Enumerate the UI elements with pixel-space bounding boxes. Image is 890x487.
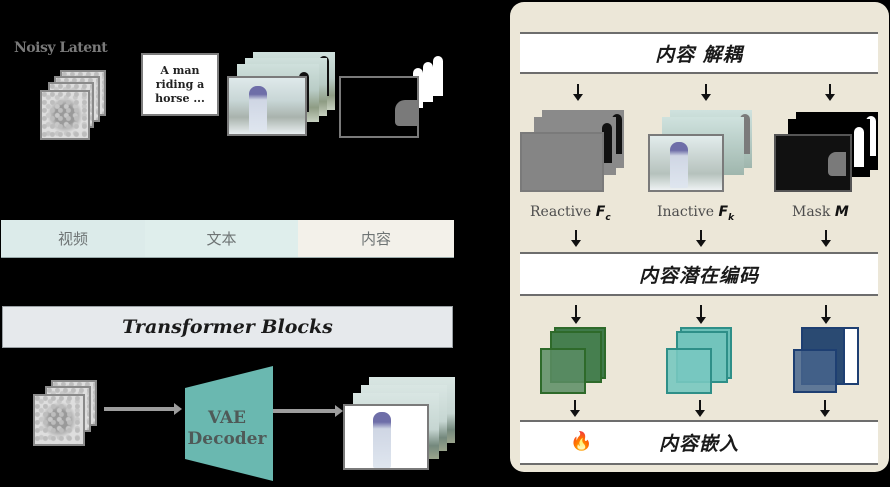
mask-frame-front [339,76,419,138]
mask-symbol: M [834,204,849,220]
person-figure [249,86,267,132]
silhouette [740,114,750,154]
arrow-down [571,230,581,247]
mask-frames-stack [337,52,452,142]
silhouette [602,123,612,163]
mask-latent-cube [793,327,863,397]
token-text: 文本 [145,220,298,257]
person-figure [670,142,688,188]
vae-label-line2: Decoder [187,429,267,449]
mask-region [395,100,417,126]
arrow-to-decoder [104,403,182,415]
inactive-subscript: k [728,212,735,223]
arrow-down [695,400,705,417]
transformer-label: Transformer Blocks [122,316,333,338]
vae-label-line1: VAE [207,408,247,428]
output-frame-front [343,404,429,470]
mask-shape [433,56,443,96]
mask-shape [866,116,876,156]
mask-label-text: Mask [792,204,831,220]
arrow-down [701,84,711,101]
output-latent-stack [33,380,108,450]
arrow-down [570,400,580,417]
mask-label: Mask M [792,204,849,220]
content-latent-encode-title: 内容潜在编码 [638,264,759,287]
flame-icon: 🔥 [570,431,593,452]
arrow-to-output [273,405,343,417]
inactive-frames-stack [648,110,758,200]
reactive-symbol: F [595,204,606,220]
reactive-frame-front [520,132,604,192]
arrow-down [821,230,831,247]
arrow-down [696,230,706,247]
vae-decoder-trapezoid [185,366,273,481]
noisy-latent-stack [38,70,108,142]
reactive-label: Reactive Fc [530,204,611,223]
inactive-label: Inactive Fk [657,204,734,223]
cube-face-front [666,348,712,394]
arrow-down [820,400,830,417]
vae-decoder-label: VAE Decoder [181,408,273,450]
inactive-symbol: F [718,204,729,220]
mask-m-frames-stack [774,110,884,200]
content-decouple-bar: 内容 解耦 [520,32,878,74]
mask-shape [423,62,433,102]
content-latent-encode-bar: 内容潜在编码 [520,252,878,296]
text-prompt-box: A man riding a horse ... [141,53,219,116]
inactive-frame-front [648,134,724,192]
token-sequence-bar: 视频 文本 内容 [1,220,454,258]
content-decouple-title: 内容 解耦 [655,43,743,66]
reactive-frames-stack [520,110,630,200]
inactive-label-text: Inactive [657,204,715,220]
arrow-down [696,305,706,324]
reactive-subscript: c [605,212,611,223]
text-prompt: A man riding a horse ... [155,63,205,105]
silhouette [612,114,622,154]
arrow-down [571,305,581,324]
arrow-down [825,84,835,101]
vae-decoder-shape [185,366,273,481]
arrow-down [821,305,831,324]
content-embed-title: 内容嵌入 [658,433,739,455]
noisy-latent-label: Noisy Latent [14,40,108,56]
arrow-down [573,84,583,101]
content-embed-bar: 内容嵌入 [520,420,878,465]
video-frame-front [227,76,307,136]
cube-face-front [540,348,586,394]
video-frames-stack [227,52,342,140]
transformer-blocks: Transformer Blocks [2,306,453,348]
token-video: 视频 [1,220,145,257]
output-video-stack [343,377,458,472]
noise-frame [33,394,85,446]
mask-frame-front [774,134,852,192]
mask-shape [854,127,864,167]
noise-frame [40,90,90,140]
reactive-label-text: Reactive [530,204,592,220]
token-content: 内容 [298,220,454,257]
inactive-latent-cube [666,327,736,397]
cube-face-front [793,349,837,393]
person-figure [373,412,391,468]
reactive-latent-cube [540,327,610,397]
mask-region [828,152,846,176]
